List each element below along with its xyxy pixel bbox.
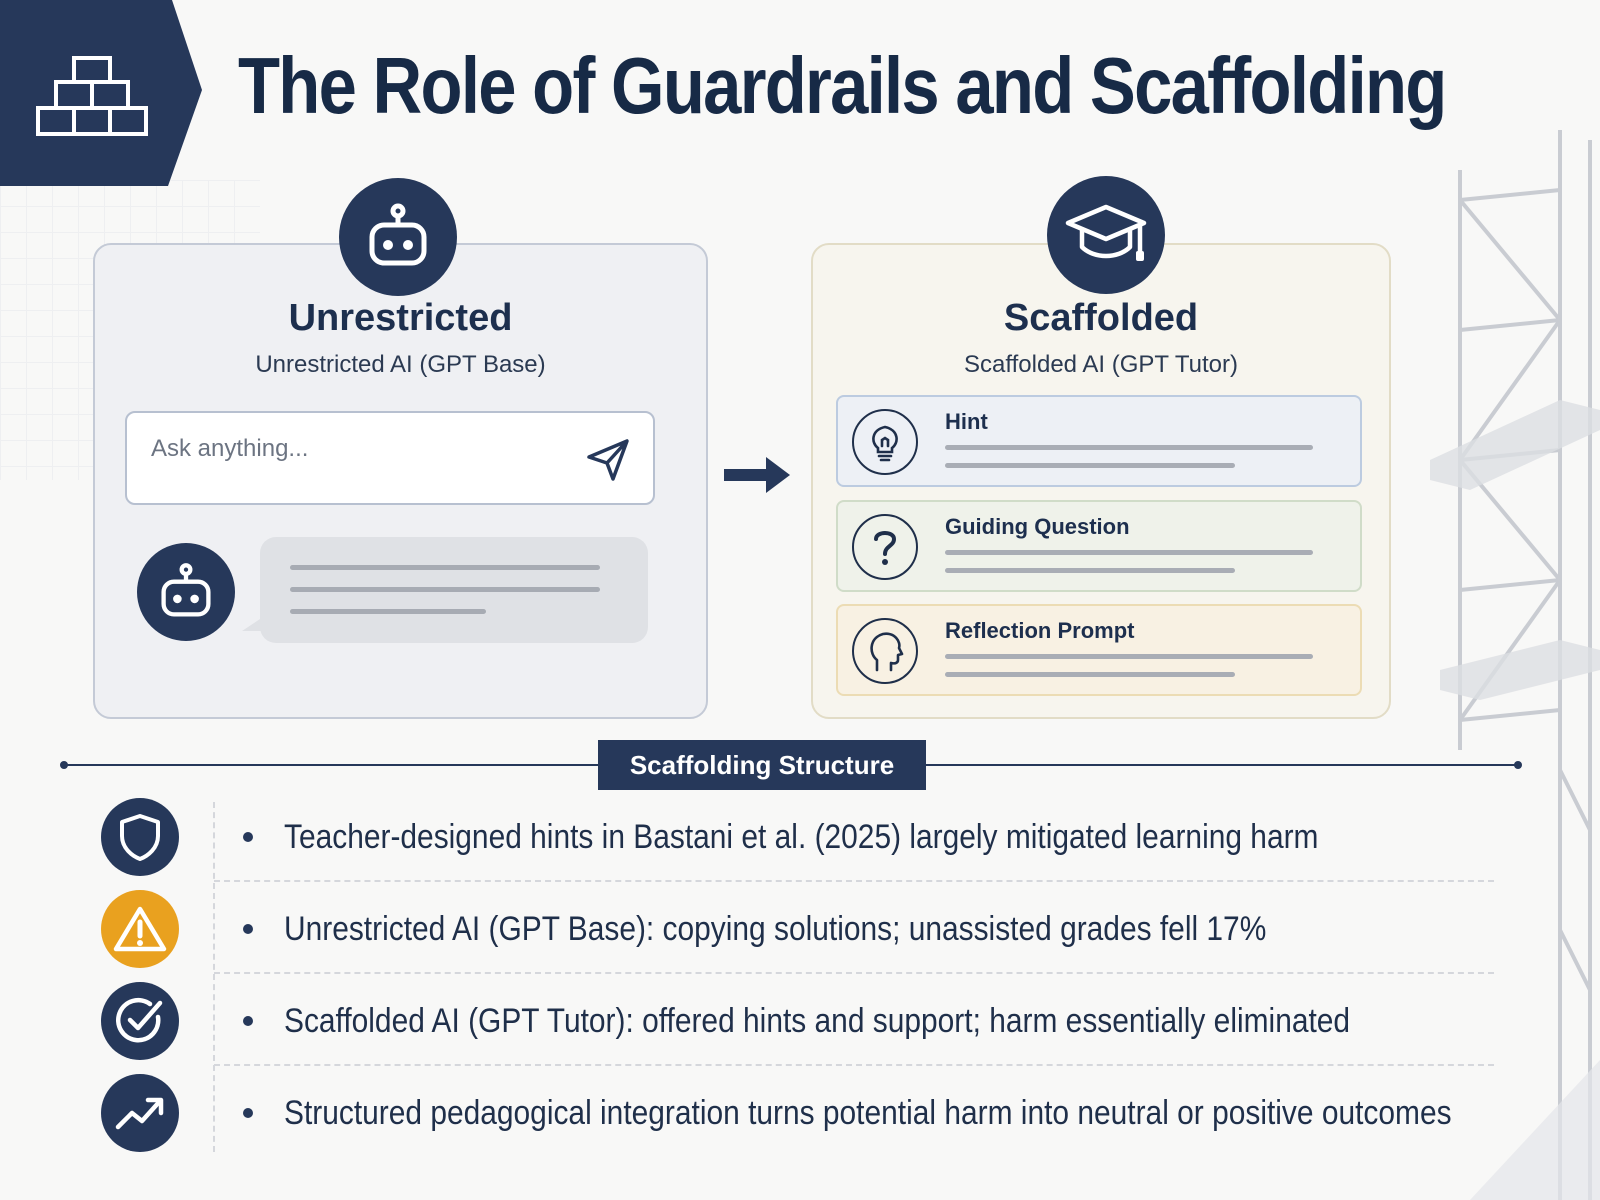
send-icon[interactable] xyxy=(585,437,631,483)
scaffolding-illustration xyxy=(1430,130,1600,1200)
scaffolded-panel: Scaffolded Scaffolded AI (GPT Tutor) Hin… xyxy=(811,176,1391,719)
text-placeholder-line xyxy=(945,550,1313,555)
text-placeholder-line xyxy=(290,609,486,614)
text-placeholder-line xyxy=(945,445,1313,450)
robot-icon xyxy=(161,563,211,617)
warning-icon xyxy=(101,890,179,968)
step-label: Hint xyxy=(945,409,988,434)
question-icon xyxy=(852,514,918,580)
step-label: Reflection Prompt xyxy=(945,618,1135,643)
section-label: Scaffolding Structure xyxy=(598,740,926,790)
text-placeholder-line xyxy=(290,587,600,592)
step-card-reflection-prompt: Reflection Prompt xyxy=(836,604,1362,696)
step-card-guiding-question: Guiding Question xyxy=(836,500,1362,592)
point-text: Unrestricted AI (GPT Base): copying solu… xyxy=(284,910,1267,948)
dashed-vertical-divider xyxy=(213,802,215,1152)
text-placeholder-line xyxy=(290,565,600,570)
bot-response-bubble xyxy=(242,537,648,643)
step-label: Guiding Question xyxy=(945,514,1130,539)
text-placeholder-line xyxy=(945,654,1313,659)
trend-up-icon xyxy=(101,1074,179,1152)
scaffolded-subtitle: Scaffolded AI (GPT Tutor) xyxy=(964,351,1238,378)
bullet xyxy=(243,1016,253,1026)
dashed-separator xyxy=(214,972,1494,974)
text-placeholder-line xyxy=(945,568,1235,573)
list-item: Teacher-designed hints in Bastani et al.… xyxy=(0,792,1600,884)
scaffolded-heading: Scaffolded xyxy=(1003,297,1199,339)
text-placeholder-line xyxy=(945,672,1235,677)
unrestricted-heading: Unrestricted xyxy=(288,297,513,339)
bullet xyxy=(243,924,253,934)
bullet xyxy=(243,832,253,842)
point-text: Structured pedagogical integration turns… xyxy=(284,1094,1452,1132)
list-item: Structured pedagogical integration turns… xyxy=(0,1068,1600,1160)
arrow-right-icon xyxy=(724,457,790,493)
check-circle-icon xyxy=(101,982,179,1060)
robot-icon xyxy=(339,178,457,296)
head-profile-icon xyxy=(852,618,918,684)
bricks-icon xyxy=(36,56,148,136)
lightbulb-icon xyxy=(852,409,918,475)
point-text: Scaffolded AI (GPT Tutor): offered hints… xyxy=(284,1002,1351,1040)
unrestricted-panel: Unrestricted Unrestricted AI (GPT Base) … xyxy=(93,178,708,719)
dashed-separator xyxy=(214,1064,1494,1066)
chat-input[interactable]: Ask anything... xyxy=(125,411,655,505)
point-text: Teacher-designed hints in Bastani et al.… xyxy=(284,818,1319,856)
dashed-separator xyxy=(214,880,1494,882)
list-item: Scaffolded AI (GPT Tutor): offered hints… xyxy=(0,976,1600,1068)
step-card-hint: Hint xyxy=(836,395,1362,487)
unrestricted-subtitle: Unrestricted AI (GPT Base) xyxy=(255,351,546,378)
bot-avatar xyxy=(137,543,235,641)
graduation-cap-icon xyxy=(1047,176,1165,294)
text-placeholder-line xyxy=(945,463,1235,468)
shield-icon xyxy=(101,798,179,876)
chat-input-placeholder: Ask anything... xyxy=(151,435,309,462)
list-item: Unrestricted AI (GPT Base): copying solu… xyxy=(0,884,1600,976)
page-title: The Role of Guardrails and Scaffolding xyxy=(238,41,1447,130)
bullet xyxy=(243,1108,253,1118)
title-badge xyxy=(0,0,202,186)
